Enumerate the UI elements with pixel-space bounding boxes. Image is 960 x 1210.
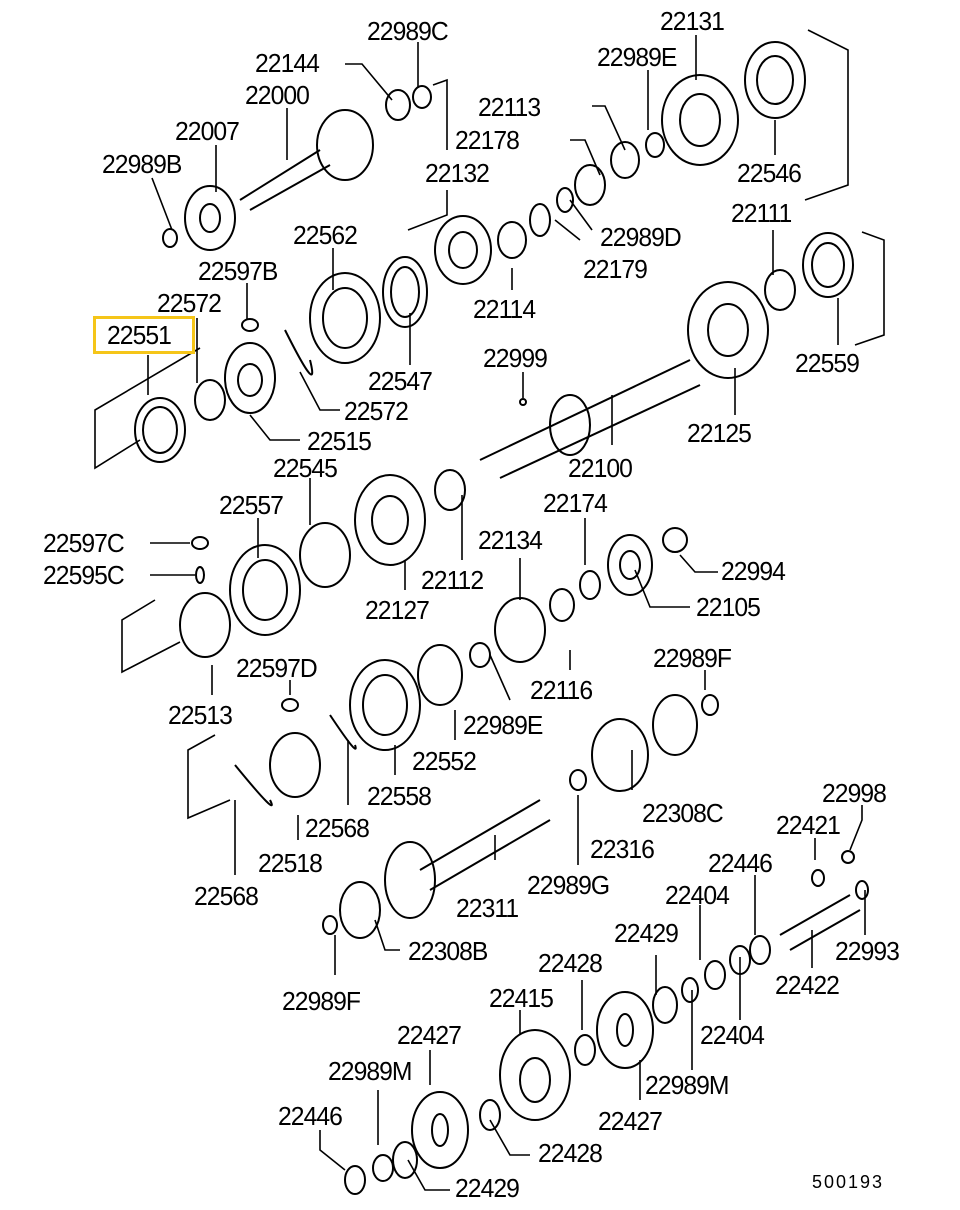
part-label[interactable]: 22105: [696, 592, 761, 622]
part-label[interactable]: 22989M: [328, 1056, 413, 1086]
part-label[interactable]: 22144: [255, 48, 320, 78]
part-label[interactable]: 22114: [473, 294, 536, 324]
part-label[interactable]: 22989G: [527, 870, 610, 900]
part-label[interactable]: 22007: [175, 116, 240, 146]
part-label[interactable]: 22404: [665, 880, 730, 910]
part-label[interactable]: 22111: [731, 198, 792, 228]
part-label[interactable]: 22421: [776, 810, 841, 840]
part-label[interactable]: 22568: [194, 881, 259, 911]
part-label[interactable]: 22134: [478, 525, 543, 555]
part-label[interactable]: 22547: [368, 366, 433, 396]
part-label[interactable]: 22989F: [282, 986, 361, 1016]
part-label[interactable]: 22572: [344, 396, 409, 426]
part-label[interactable]: 22429: [614, 918, 679, 948]
part-label[interactable]: 22131: [660, 6, 725, 36]
part-label[interactable]: 22562: [293, 220, 358, 250]
part-label[interactable]: 22989C: [367, 16, 449, 46]
part-label[interactable]: 22552: [412, 746, 477, 776]
part-label[interactable]: 22127: [365, 595, 430, 625]
part-label[interactable]: 22999: [483, 343, 548, 373]
part-label[interactable]: 22989D: [600, 222, 682, 252]
leader-lines: [94, 29, 885, 1191]
part-label[interactable]: 22994: [721, 556, 786, 586]
part-label[interactable]: 22989B: [102, 149, 182, 179]
part-label[interactable]: 22597D: [236, 653, 318, 683]
part-label[interactable]: 22428: [538, 948, 603, 978]
part-label[interactable]: 22113: [478, 92, 541, 122]
part-label[interactable]: 22597B: [198, 256, 278, 286]
part-label[interactable]: 22179: [583, 254, 648, 284]
part-label[interactable]: 22311: [456, 893, 519, 923]
part-label[interactable]: 22989E: [463, 710, 543, 740]
part-label[interactable]: 22429: [455, 1173, 520, 1203]
part-label[interactable]: 22132: [425, 158, 490, 188]
part-label[interactable]: 22428: [538, 1138, 603, 1168]
part-label[interactable]: 22125: [687, 418, 752, 448]
part-label[interactable]: 22998: [822, 778, 887, 808]
part-label[interactable]: 22446: [708, 848, 773, 878]
part-label[interactable]: 22993: [835, 936, 900, 966]
parts: [134, 41, 869, 1195]
part-label[interactable]: 22557: [219, 490, 284, 520]
part-label[interactable]: 22989M: [645, 1070, 730, 1100]
part-label[interactable]: 22100: [568, 453, 633, 483]
part-label[interactable]: 22559: [795, 348, 860, 378]
part-label[interactable]: 22308C: [642, 798, 724, 828]
part-label[interactable]: 22545: [273, 453, 338, 483]
part-label[interactable]: 22316: [590, 834, 655, 864]
part-label[interactable]: 22308B: [408, 936, 488, 966]
diagram-code: 500193: [812, 1172, 885, 1192]
part-label[interactable]: 22178: [455, 125, 520, 155]
part-label[interactable]: 22568: [305, 813, 370, 843]
part-label[interactable]: 22446: [278, 1101, 343, 1131]
part-label[interactable]: 22000: [245, 80, 310, 110]
part-label[interactable]: 22989F: [653, 643, 732, 673]
part-label-highlighted[interactable]: 22551: [107, 320, 172, 350]
part-label[interactable]: 22546: [737, 158, 802, 188]
part-label[interactable]: 22415: [489, 983, 554, 1013]
part-label[interactable]: 22404: [700, 1020, 765, 1050]
part-label[interactable]: 22558: [367, 781, 432, 811]
part-label[interactable]: 22174: [543, 488, 608, 518]
highlighted-part-box: [93, 316, 195, 354]
part-label[interactable]: 22518: [258, 848, 323, 878]
part-label[interactable]: 22427: [598, 1106, 663, 1136]
part-label[interactable]: 22572: [157, 288, 222, 318]
part-label[interactable]: 22515: [307, 426, 372, 456]
part-label[interactable]: 22595C: [43, 560, 125, 590]
part-label[interactable]: 22112: [421, 565, 484, 595]
part-label[interactable]: 22597C: [43, 528, 125, 558]
part-label[interactable]: 22427: [397, 1020, 462, 1050]
part-label[interactable]: 22116: [530, 675, 593, 705]
part-label[interactable]: 22513: [168, 700, 233, 730]
part-label[interactable]: 22422: [775, 970, 840, 1000]
part-label[interactable]: 22989E: [597, 42, 677, 72]
